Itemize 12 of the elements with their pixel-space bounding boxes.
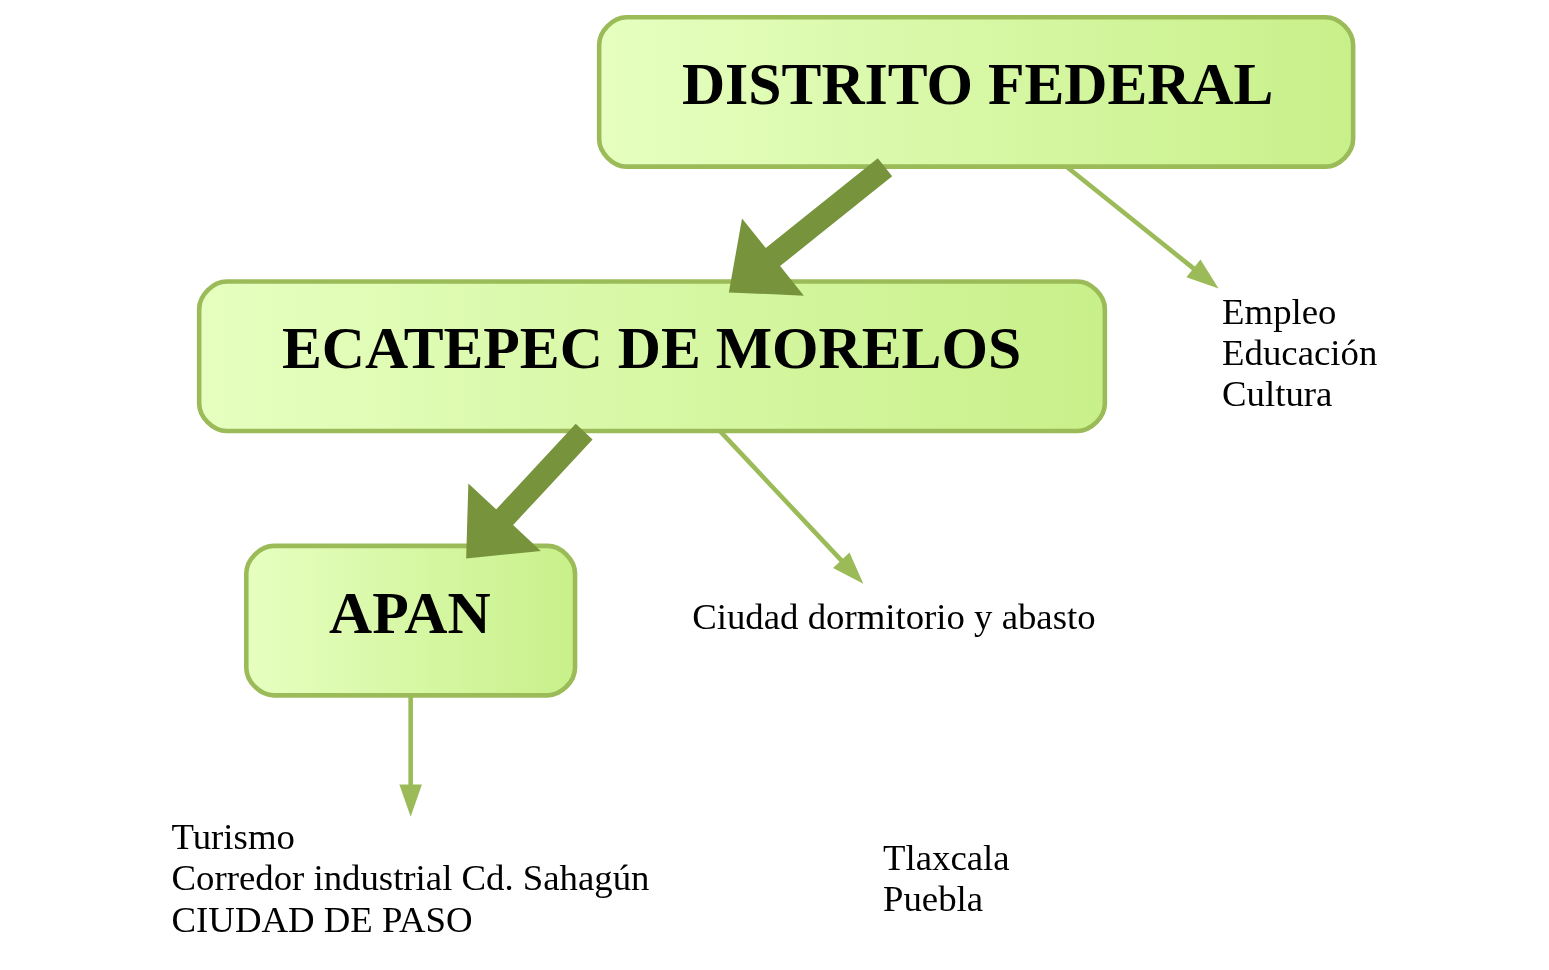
node-text: Turismo Corredor industrial Cd. Sahagún CIUDAD DE PASO: [171, 815, 649, 940]
arrow: [728, 158, 892, 296]
arrow: [718, 430, 863, 584]
node-text: Empleo Educación Cultura: [1221, 290, 1377, 415]
node-box: DISTRITO FEDERAL: [596, 14, 1355, 169]
arrow: [398, 695, 422, 817]
arrow: [465, 423, 593, 559]
node-box: APAN: [243, 543, 577, 698]
node-text: Ciudad dormitorio y abasto: [691, 596, 1096, 638]
label: Tlaxcala: [882, 836, 1010, 878]
label: Puebla: [882, 877, 983, 919]
node-box: ECATEPEC DE MORELOS: [196, 279, 1107, 434]
